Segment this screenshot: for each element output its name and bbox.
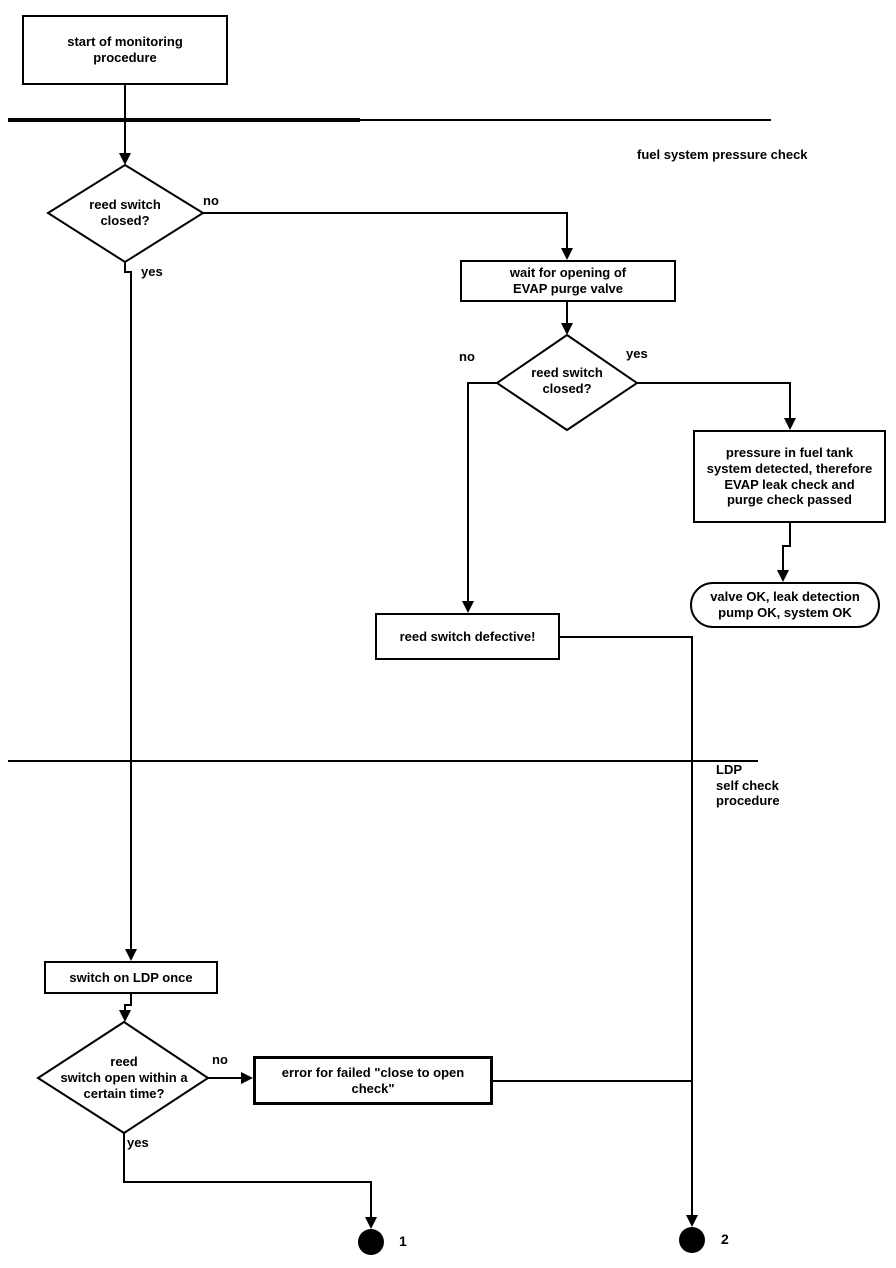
decision2-yes-label: yes bbox=[626, 346, 648, 361]
connector2-circle bbox=[679, 1227, 705, 1253]
valve-ok-terminator: valve OK, leak detection pump OK, system… bbox=[690, 582, 880, 628]
connector2-label: 2 bbox=[721, 1231, 729, 1247]
edge-decision2-yes bbox=[637, 382, 791, 418]
decision1-yes-label: yes bbox=[141, 264, 163, 279]
arrowhead-down-icon bbox=[119, 153, 131, 165]
reed-switch-defective-node: reed switch defective! bbox=[375, 613, 560, 660]
edge-decision3-yes bbox=[123, 1133, 372, 1217]
wait-evap-node: wait for opening of EVAP purge valve bbox=[460, 260, 676, 302]
pressure-detected-node: pressure in fuel tank system detected, t… bbox=[693, 430, 886, 523]
decision2-no-label: no bbox=[459, 349, 475, 364]
arrowhead-down-icon bbox=[125, 949, 137, 961]
decision3-yes-label: yes bbox=[127, 1135, 149, 1150]
decision1-no-label: no bbox=[203, 193, 219, 208]
arrowhead-down-icon bbox=[561, 248, 573, 260]
arrowhead-down-icon bbox=[686, 1215, 698, 1227]
decision1-text: reed switch closed? bbox=[89, 197, 161, 228]
decision2-diamond bbox=[495, 333, 639, 432]
start-node: start of monitoring procedure bbox=[22, 15, 228, 85]
error-close-to-open-node: error for failed "close to open check" bbox=[253, 1056, 493, 1105]
edge-pressure-to-valveok bbox=[782, 523, 791, 570]
ldp-section-label: LDP self check procedure bbox=[716, 762, 780, 809]
fuel-section-label: fuel system pressure check bbox=[637, 147, 808, 162]
connector1-label: 1 bbox=[399, 1233, 407, 1249]
arrowhead-down-icon bbox=[119, 1010, 131, 1022]
arrowhead-down-icon bbox=[462, 601, 474, 613]
arrowhead-down-icon bbox=[784, 418, 796, 430]
connector1-circle bbox=[358, 1229, 384, 1255]
decision3-text: reed switch open within a certain time? bbox=[60, 1054, 188, 1101]
decision3-no-label: no bbox=[212, 1052, 228, 1067]
decision2-text: reed switch closed? bbox=[531, 365, 603, 396]
arrowhead-down-icon bbox=[777, 570, 789, 582]
edge-decision2-no bbox=[467, 382, 497, 601]
arrowhead-down-icon bbox=[561, 323, 573, 335]
switch-on-ldp-node: switch on LDP once bbox=[44, 961, 218, 994]
edge-decision1-yes bbox=[124, 262, 132, 949]
edge-switchldp-to-decision3 bbox=[124, 994, 132, 1010]
arrowhead-right-icon bbox=[241, 1072, 253, 1084]
edge-defective-to-connector2 bbox=[560, 636, 693, 1215]
decision1-diamond bbox=[46, 163, 205, 264]
decision3-diamond bbox=[36, 1020, 210, 1135]
edge-decision1-no bbox=[203, 212, 568, 248]
arrowhead-down-icon bbox=[365, 1217, 377, 1229]
